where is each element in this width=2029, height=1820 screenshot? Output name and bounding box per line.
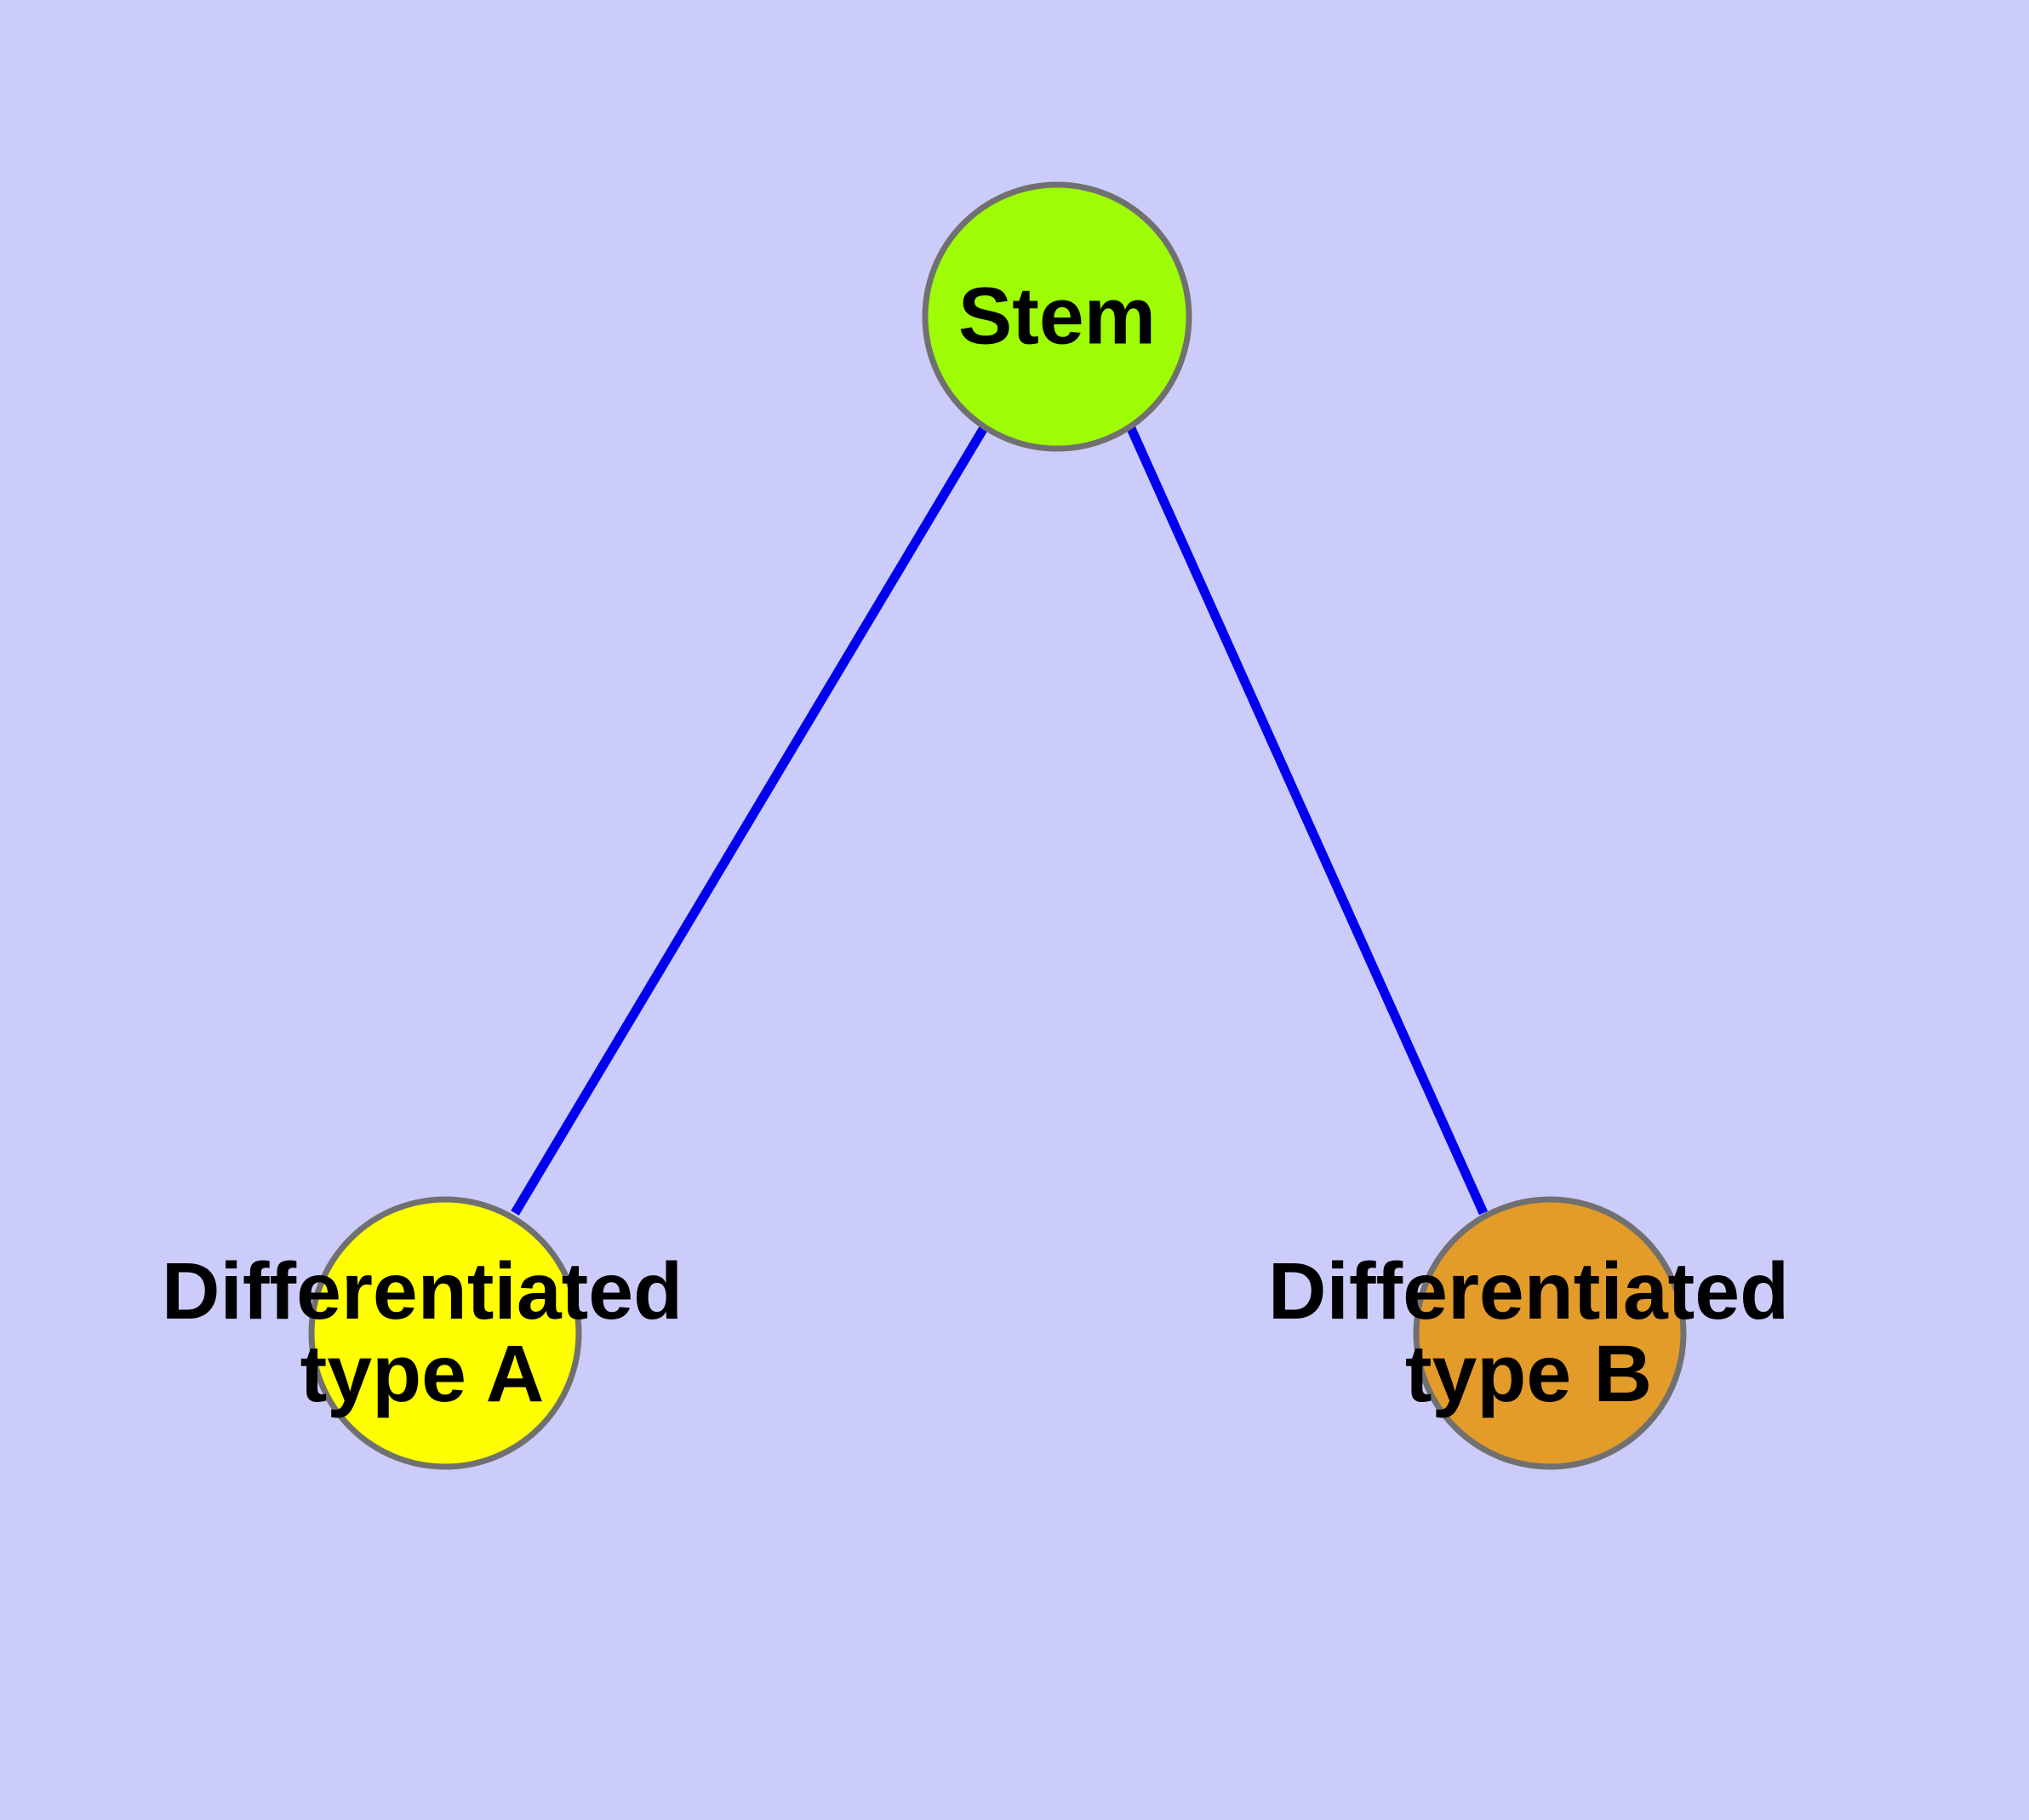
nodes-layer xyxy=(308,181,1687,1470)
edge-stem-to-diff-b[interactable] xyxy=(1125,424,1489,1216)
edges-layer xyxy=(511,424,1489,1216)
node-differentiated-type-a[interactable] xyxy=(308,1196,582,1470)
edge-stem-to-diff-a[interactable] xyxy=(511,424,989,1216)
node-differentiated-type-b[interactable] xyxy=(1413,1196,1687,1470)
node-stem[interactable] xyxy=(922,181,1192,452)
